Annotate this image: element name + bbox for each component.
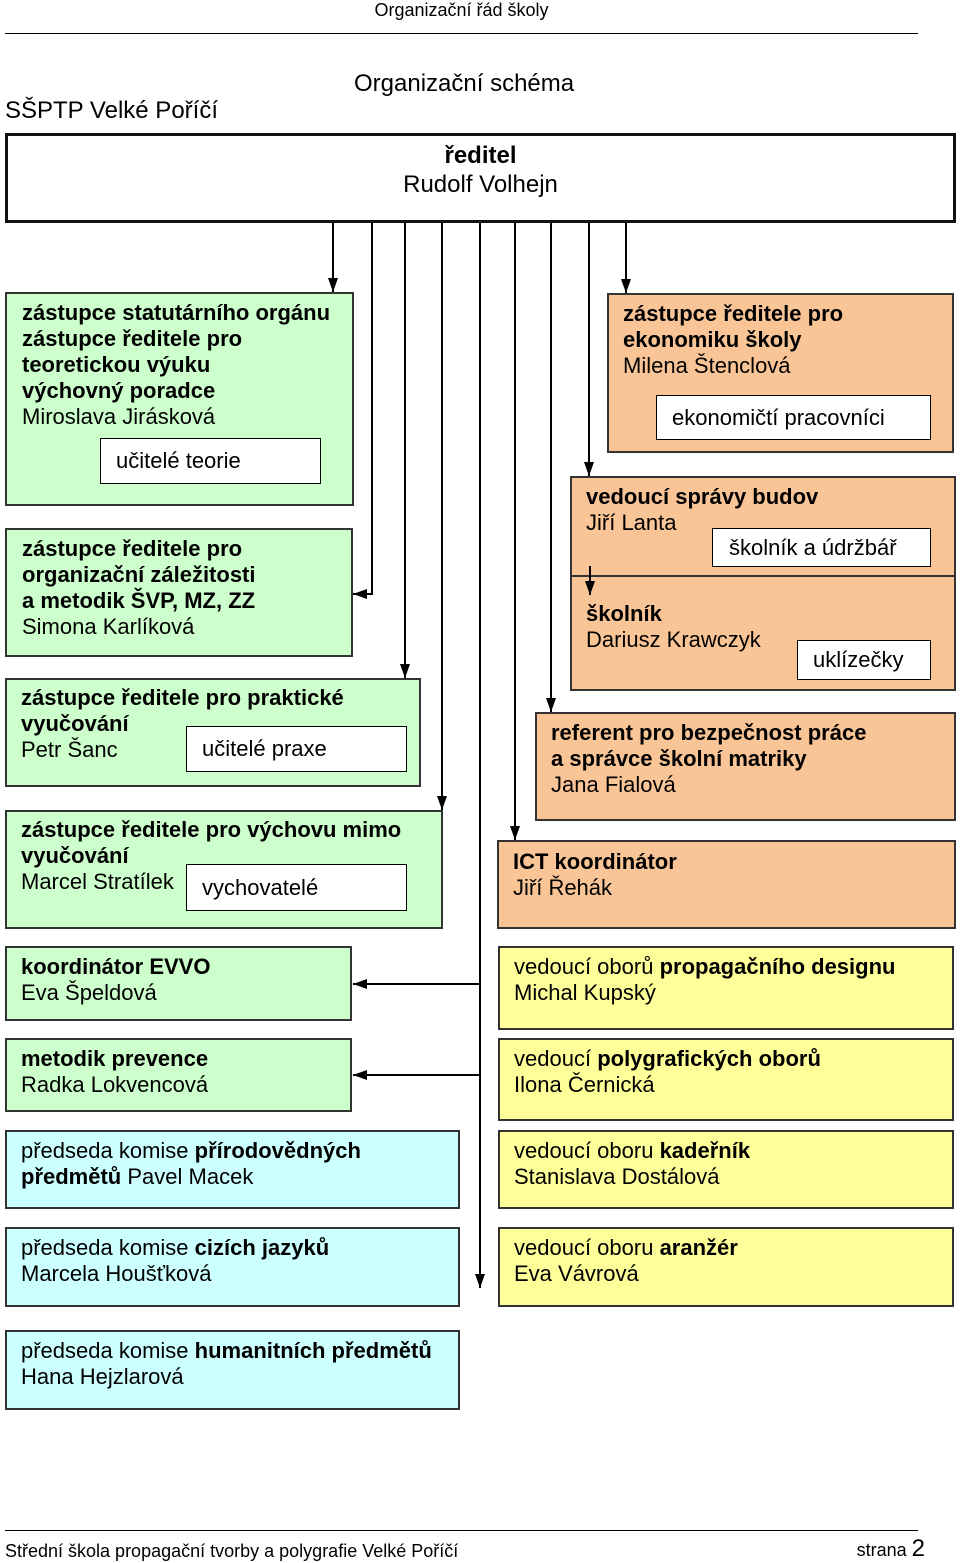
committee-subject: humanitních předmětů [194, 1338, 432, 1363]
person-name: Marcel Stratílek [21, 869, 174, 894]
role-line: koordinátor EVVO [21, 954, 211, 979]
person-name: Pavel Macek [127, 1164, 254, 1189]
person-name: Milena Štenclová [623, 353, 791, 378]
box-deputy-economics: zástupce ředitele pro ekonomiku školy Mi… [607, 293, 954, 453]
role-line: a metodik ŠVP, MZ, ZZ [22, 588, 256, 613]
role-line: vyučování [21, 711, 129, 736]
box-deputy-organization: zástupce ředitele pro organizační záleži… [5, 528, 353, 657]
person-name: Michal Kupský [514, 980, 656, 1005]
role-line: zástupce ředitele pro [22, 536, 243, 561]
role-line: ekonomiku školy [623, 327, 802, 352]
role-line: vedoucí správy budov [586, 484, 819, 509]
person-name: Marcela Houšťková [21, 1261, 212, 1286]
role-line: teoretickou výuku [22, 352, 211, 377]
role-line: zástupce statutárního orgánu [22, 300, 331, 325]
box-safety-officer: referent pro bezpečnost práce a správce … [535, 712, 956, 821]
role-line: vedoucí oboru aranžér [514, 1235, 938, 1261]
role-line: vyučování [21, 843, 129, 868]
field-label: vedoucí oboru [514, 1235, 654, 1260]
role-line: školník [586, 601, 662, 626]
role-line: výchovný poradce [22, 378, 216, 403]
page-label: strana [856, 1540, 907, 1560]
role-line: metodik prevence [21, 1046, 209, 1071]
committee-label: předseda komise [21, 1338, 189, 1363]
box-deputy-theory: zástupce statutárního orgánu zástupce ře… [5, 292, 354, 506]
connector-to-deputy-organization [353, 223, 373, 599]
role-line: zástupce ředitele pro [22, 326, 243, 351]
page-header-title: Organizační řád školy [374, 0, 549, 20]
director-role: ředitel [444, 142, 517, 169]
staff-box-maintenance: školník a údržbář [712, 528, 931, 567]
box-facilities-manager: vedoucí správy budov Jiří Lanta školník … [570, 476, 956, 577]
school-abbreviation: SŠPTP Velké Poříčí [5, 97, 218, 124]
box-director: ředitel Rudolf Volhejn [5, 133, 956, 223]
person-name: Petr Šanc [21, 737, 118, 762]
role-line: ICT koordinátor [513, 849, 677, 874]
role-line: referent pro bezpečnost práce [551, 720, 867, 745]
box-field-decorator: vedoucí oboru aranžér Eva Vávrová [498, 1227, 954, 1307]
box-committee-humanities: předseda komise humanitních předmětů Han… [5, 1330, 460, 1410]
staff-box-theory-teachers: učitelé teorie [100, 438, 321, 484]
role-line: zástupce ředitele pro praktické [21, 685, 344, 710]
role-line: předseda komise cizích jazyků [21, 1235, 444, 1261]
box-deputy-practical: zástupce ředitele pro praktické vyučován… [5, 678, 421, 787]
staff-box-economic-staff: ekonomičtí pracovníci [656, 395, 931, 440]
box-evvo-coordinator: koordinátor EVVO Eva Špeldová [5, 946, 352, 1021]
box-prevention-methodist: metodik prevence Radka Lokvencová [5, 1038, 352, 1112]
person-name: Jiří Lanta [586, 510, 677, 535]
box-committee-languages: předseda komise cizích jazyků Marcela Ho… [5, 1227, 460, 1307]
header-rule [5, 33, 918, 34]
field-label: vedoucí [514, 1046, 592, 1071]
person-name: Hana Hejzlarová [21, 1364, 184, 1389]
person-name: Jana Fialová [551, 772, 676, 797]
staff-box-cleaners: uklízečky [797, 640, 931, 680]
field-name: kadeřník [659, 1138, 751, 1163]
box-committee-science: předseda komise přírodovědných předmětů … [5, 1130, 460, 1209]
field-name: propagačního designu [659, 954, 896, 979]
committee-subject: přírodovědných [194, 1138, 361, 1163]
box-caretaker: školník Dariusz Krawczyk uklízečky [570, 575, 956, 691]
person-name: Jiří Řehák [513, 875, 613, 900]
person-name: Dariusz Krawczyk [586, 627, 761, 652]
role-line: a správce školní matriky [551, 746, 807, 771]
role-line: předseda komise humanitních předmětů [21, 1338, 444, 1364]
director-name: Rudolf Volhejn [403, 171, 558, 198]
role-line: vedoucí oboru kadeřník [514, 1138, 938, 1164]
committee-label: předseda komise [21, 1138, 189, 1163]
role-line: předmětů Pavel Macek [21, 1164, 444, 1190]
role-line: organizační záležitosti [22, 562, 256, 587]
committee-label: předseda komise [21, 1235, 189, 1260]
footer-rule [5, 1530, 918, 1531]
role-line: zástupce ředitele pro [623, 301, 844, 326]
role-line: vedoucí polygrafických oborů [514, 1046, 938, 1072]
box-deputy-extracurricular: zástupce ředitele pro výchovu mimo vyučo… [5, 810, 443, 929]
box-ict-coordinator: ICT koordinátor Jiří Řehák [497, 840, 956, 929]
committee-subject: předmětů [21, 1164, 122, 1189]
field-name: polygrafických oborů [597, 1046, 821, 1071]
box-field-hairdresser: vedoucí oboru kadeřník Stanislava Dostál… [498, 1130, 954, 1209]
person-name: Stanislava Dostálová [514, 1164, 720, 1189]
role-line: vedoucí oborů propagačního designu [514, 954, 938, 980]
person-name: Eva Vávrová [514, 1261, 639, 1286]
staff-box-practical-teachers: učitelé praxe [186, 726, 407, 772]
person-name: Eva Špeldová [21, 980, 157, 1005]
field-name: aranžér [659, 1235, 738, 1260]
staff-box-educators: vychovatelé [186, 864, 407, 911]
committee-subject: cizích jazyků [194, 1235, 330, 1260]
person-name: Ilona Černická [514, 1072, 655, 1097]
chart-heading: Organizační schéma [354, 70, 575, 97]
page-number-value: 2 [911, 1535, 925, 1562]
role-line: předseda komise přírodovědných [21, 1138, 444, 1164]
person-name: Miroslava Jirásková [22, 404, 216, 429]
person-name: Simona Karlíková [22, 614, 195, 639]
person-name: Radka Lokvencová [21, 1072, 209, 1097]
field-label: vedoucí oborů [514, 954, 654, 979]
box-field-design: vedoucí oborů propagačního designu Micha… [498, 946, 954, 1030]
field-label: vedoucí oboru [514, 1138, 654, 1163]
box-field-polygraphy: vedoucí polygrafických oborů Ilona Černi… [498, 1038, 954, 1121]
page-number: strana 2 [857, 1535, 925, 1563]
footer-school-name: Střední škola propagační tvorby a polygr… [5, 1541, 459, 1561]
role-line: zástupce ředitele pro výchovu mimo [21, 817, 402, 842]
